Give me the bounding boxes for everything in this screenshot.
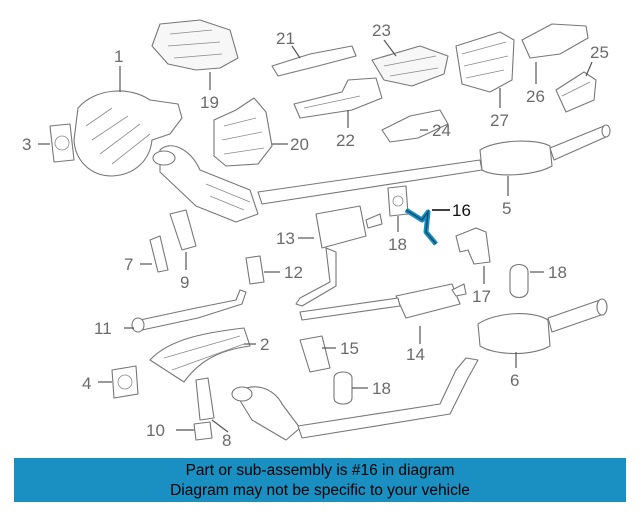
part-3-gasket — [49, 123, 75, 163]
part-21-heat-shield — [271, 45, 357, 77]
callout-18-right: 18 — [548, 263, 567, 282]
callout-15: 15 — [340, 339, 359, 358]
callout-2: 2 — [260, 335, 269, 354]
callout-18-top: 18 — [388, 235, 407, 254]
part-5-exhaust-pipe — [152, 124, 611, 223]
part-7-bracket — [149, 235, 169, 273]
part-14-rear-muffler — [299, 283, 467, 321]
callout-12: 12 — [284, 263, 303, 282]
callout-4: 4 — [82, 374, 91, 393]
callout-17: 17 — [472, 287, 491, 306]
part-13-muffler — [295, 205, 383, 307]
part-6-rear-pipe — [231, 298, 608, 441]
callout-8: 8 — [222, 431, 231, 450]
part-11-front-pipe — [131, 289, 247, 333]
callout-25: 25 — [590, 43, 609, 62]
part-25-heat-shield — [555, 71, 597, 113]
part-8-bracket — [195, 377, 215, 421]
part-9-bracket — [169, 209, 197, 251]
part-24-heat-shield — [381, 109, 449, 143]
callout-3: 3 — [22, 135, 31, 154]
part-17-bracket — [455, 227, 491, 265]
part-22-heat-shield — [293, 77, 383, 119]
callout-9: 9 — [180, 273, 189, 292]
part-19-heat-shield — [151, 19, 239, 71]
callout-labels: 1 2 3 4 5 6 7 8 9 10 11 12 13 14 15 16 1… — [22, 21, 609, 450]
part-1-heat-shield — [73, 90, 183, 177]
callout-13: 13 — [276, 229, 295, 248]
part-27-heat-shield — [455, 31, 515, 93]
part-20-heat-shield — [213, 97, 273, 167]
banner-line-disclaimer: Diagram may not be specific to your vehi… — [170, 482, 470, 499]
callout-19: 19 — [200, 93, 219, 112]
callout-21: 21 — [276, 29, 295, 48]
callout-20: 20 — [290, 135, 309, 154]
part-2-front-pipe — [149, 327, 251, 383]
leader-lines — [38, 39, 593, 433]
callout-23: 23 — [372, 21, 391, 40]
callout-7: 7 — [124, 255, 133, 274]
callout-6: 6 — [510, 371, 519, 390]
callout-27: 27 — [490, 111, 509, 130]
callout-11: 11 — [94, 319, 112, 338]
part-15-bracket — [299, 335, 331, 373]
banner-line-part: Part or sub-assembly is #16 in diagram — [185, 462, 455, 479]
part-10-bracket — [193, 421, 213, 441]
part-12-hanger — [245, 255, 265, 285]
callout-18-bottom: 18 — [372, 379, 391, 398]
part-18-hanger-top — [387, 185, 409, 217]
callout-10: 10 — [146, 421, 165, 440]
callout-14: 14 — [406, 345, 425, 364]
callout-24: 24 — [432, 121, 451, 140]
callout-22: 22 — [336, 131, 355, 150]
exhaust-parts-diagram: 1 2 3 4 5 6 7 8 9 10 11 12 13 14 15 16 1… — [22, 19, 611, 450]
part-info-banner: Part or sub-assembly is #16 in diagram D… — [14, 458, 626, 502]
part-18-hanger-right — [509, 263, 529, 299]
part-26-heat-shield — [521, 23, 589, 59]
part-16-bracket-highlighted — [404, 207, 438, 246]
callout-16: 16 — [452, 201, 471, 220]
part-23-heat-shield — [371, 45, 449, 87]
callout-26: 26 — [526, 87, 545, 106]
part-18-hanger-bottom — [333, 371, 353, 405]
callout-1: 1 — [114, 47, 123, 66]
callout-5: 5 — [502, 199, 511, 218]
part-4-gasket — [111, 365, 139, 399]
